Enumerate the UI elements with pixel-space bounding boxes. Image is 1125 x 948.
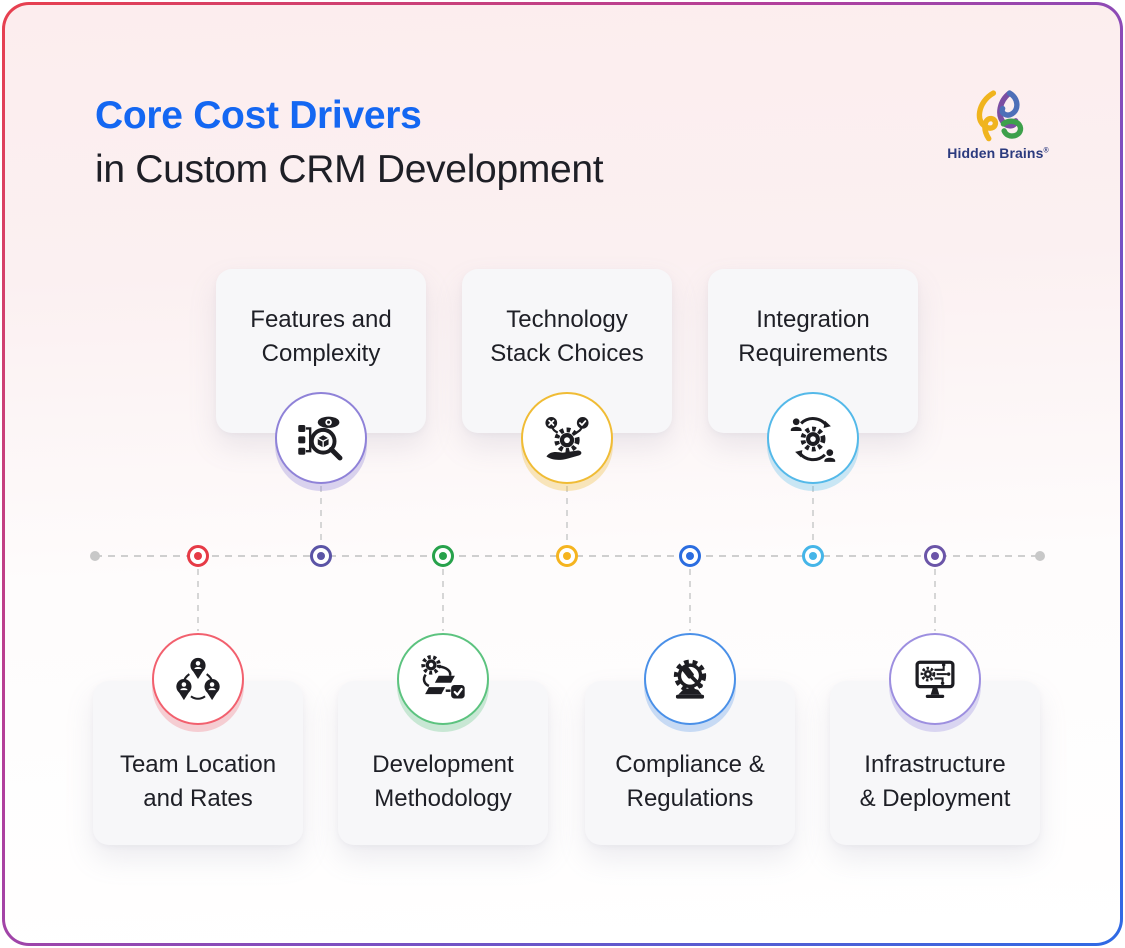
timeline-dot [924,545,946,567]
timeline-dot [556,545,578,567]
timeline-dot [310,545,332,567]
feature-analysis-icon [275,392,367,484]
card-label: Technology Stack Choices [490,306,644,367]
team-location-pins-icon [152,633,244,725]
methodology-workflow-icon [397,633,489,725]
connector-line [442,569,444,631]
card-label: Compliance & Regulations [615,751,765,812]
tech-stack-hand-gear-icon [521,392,613,484]
compliance-gavel-icon [644,633,736,725]
timeline-dot [187,545,209,567]
page-title: Core Cost Drivers in Custom CRM Developm… [95,89,604,197]
timeline-dot [679,545,701,567]
hidden-brains-logo-icon [976,90,1024,142]
card-label: Team Location and Rates [119,751,277,812]
connector-line [566,486,568,543]
timeline-dot [802,545,824,567]
timeline-dot [432,545,454,567]
infrastructure-deployment-icon [889,633,981,725]
card-label: Infrastructure & Deployment [859,751,1011,812]
timeline-end-dot [1035,551,1045,561]
card-label: Development Methodology [372,751,514,812]
connector-line [197,569,199,631]
connector-line [689,569,691,631]
title-accent-line: Core Cost Drivers [95,94,422,137]
card-development-methodology: Development Methodology [338,681,548,845]
timeline-start-dot [90,551,100,561]
hidden-brains-logo: Hidden Brains® [943,89,1053,161]
registered-mark: ® [1043,147,1049,155]
connector-line [934,569,936,631]
connector-line [812,486,814,543]
card-infrastructure-deployment: Infrastructure & Deployment [830,681,1040,845]
infographic-canvas: Core Cost Drivers in Custom CRM Developm… [5,5,1120,943]
connector-line [320,486,322,543]
card-label: Features and Complexity [250,306,392,367]
title-sub-line: in Custom CRM Development [95,148,604,191]
integration-sync-icon [767,392,859,484]
card-label: Integration Requirements [738,306,888,367]
brand-name: Hidden Brains® [947,145,1049,161]
